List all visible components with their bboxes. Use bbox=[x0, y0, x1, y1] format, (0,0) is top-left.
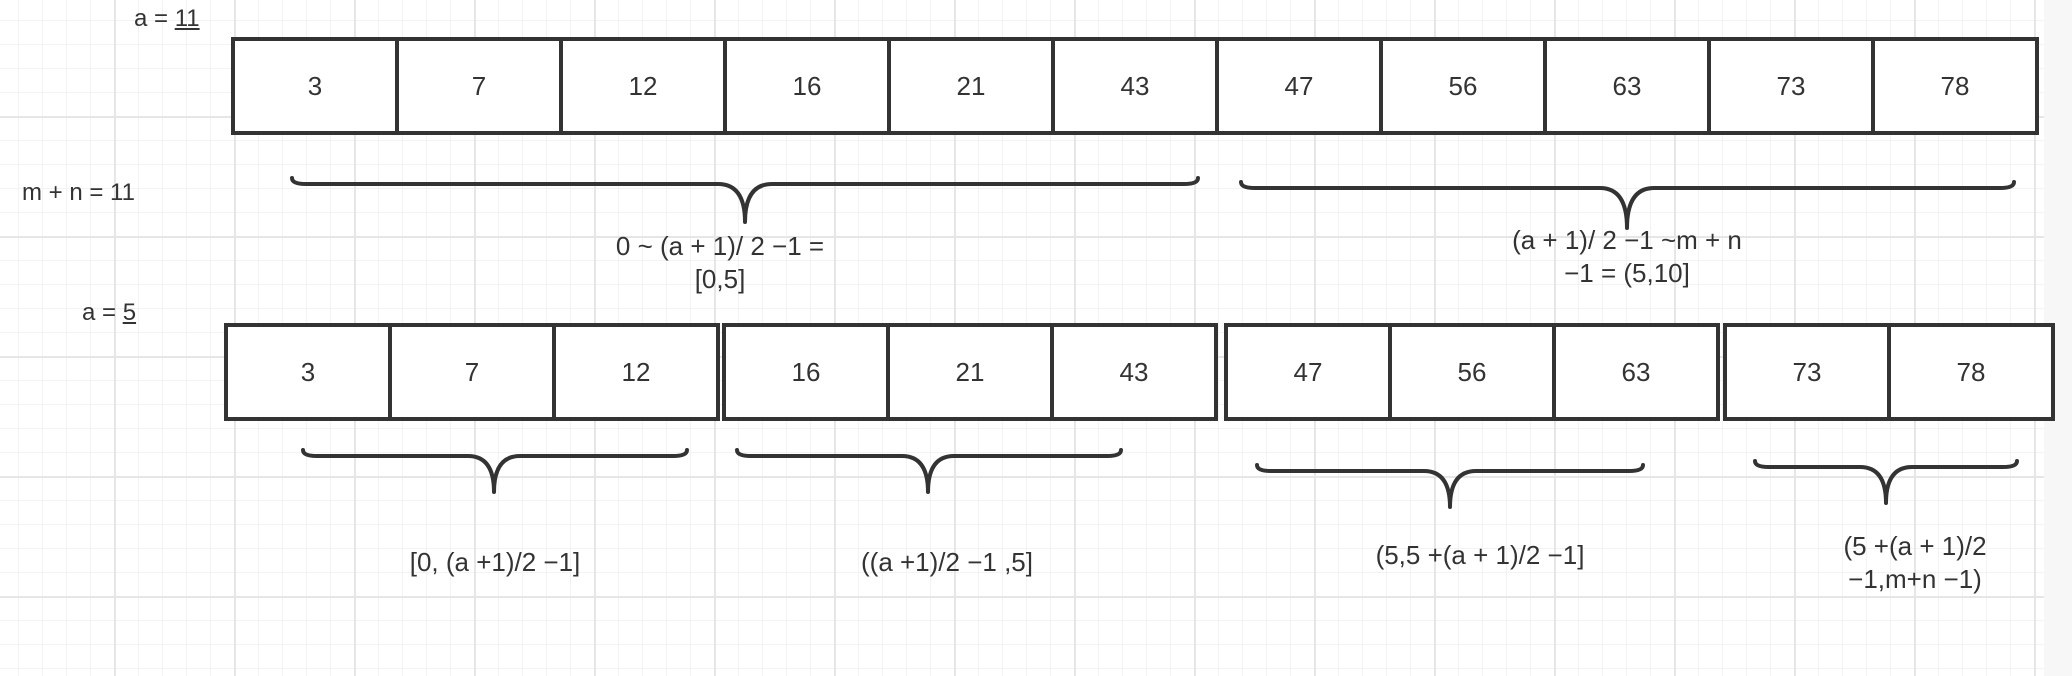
top-left-caption-line-1: 0 ~ (a + 1)/ 2 −1 = bbox=[615, 231, 825, 261]
top-left-brace bbox=[290, 176, 1200, 224]
a-bottom-value: 5 bbox=[122, 299, 137, 326]
top-right-caption: (a + 1)/ 2 −1 ~m + n −1 = (5,10] bbox=[1427, 224, 1827, 290]
top-array-cell: 7 bbox=[399, 37, 563, 135]
bottom-caption-3: (5,5 +(a + 1)/2 −1] bbox=[1375, 540, 1585, 570]
top-right-caption-line-2: −1 = (5,10] bbox=[1564, 258, 1690, 288]
top-array-cell: 12 bbox=[563, 37, 727, 135]
bottom-brace-2 bbox=[735, 448, 1123, 494]
top-array-cell: 63 bbox=[1547, 37, 1711, 135]
bottom-array-cell: 78 bbox=[1891, 323, 2055, 421]
top-array-cell: 3 bbox=[231, 37, 399, 135]
top-array-cell: 16 bbox=[727, 37, 891, 135]
a-top-prefix: a = bbox=[134, 5, 175, 32]
bottom-group-4: 73 78 bbox=[1723, 323, 2055, 421]
bottom-brace-3 bbox=[1255, 463, 1645, 509]
bottom-brace-1 bbox=[301, 448, 689, 494]
top-left-caption: 0 ~ (a + 1)/ 2 −1 = [0,5] bbox=[520, 230, 920, 296]
a-bottom-prefix: a = bbox=[82, 299, 123, 326]
bottom-caption-1: [0, (a +1)/2 −1] bbox=[409, 547, 581, 577]
top-array-cell: 21 bbox=[891, 37, 1055, 135]
top-array-cell: 78 bbox=[1875, 37, 2039, 135]
top-array-cell: 56 bbox=[1383, 37, 1547, 135]
top-left-caption-line-2: [0,5] bbox=[694, 264, 746, 294]
bottom-array-cell: 16 bbox=[722, 323, 890, 421]
bottom-group-3: 47 56 63 bbox=[1224, 323, 1720, 421]
bottom-array-cell: 43 bbox=[1054, 323, 1218, 421]
bottom-caption-2: ((a +1)/2 −1 ,5] bbox=[861, 547, 1033, 577]
bottom-brace-4 bbox=[1753, 459, 2019, 505]
bottom-array-cell: 3 bbox=[224, 323, 392, 421]
bottom-array-cell: 63 bbox=[1556, 323, 1720, 421]
a-bottom-label: a = 5 bbox=[82, 298, 136, 328]
bottom-array-cell: 47 bbox=[1224, 323, 1392, 421]
bottom-array-cell: 21 bbox=[890, 323, 1054, 421]
top-array-cell: 73 bbox=[1711, 37, 1875, 135]
bottom-group-1: 3 7 12 bbox=[224, 323, 720, 421]
top-array: 3 7 12 16 21 43 47 56 63 73 78 bbox=[231, 37, 2039, 135]
bottom-caption-4: (5 +(a + 1)/2 −1,m+n −1) bbox=[1780, 530, 2050, 596]
mn-label: m + n = 11 bbox=[22, 179, 135, 206]
top-array-cell: 43 bbox=[1055, 37, 1219, 135]
bottom-array-cell: 73 bbox=[1723, 323, 1891, 421]
a-top-value: 11 bbox=[174, 5, 200, 32]
top-right-caption-line-1: (a + 1)/ 2 −1 ~m + n bbox=[1512, 225, 1742, 255]
top-array-cell: 47 bbox=[1219, 37, 1383, 135]
bottom-array-cell: 7 bbox=[392, 323, 556, 421]
top-right-brace bbox=[1239, 180, 2016, 230]
a-top-label: a = 11 bbox=[134, 4, 200, 34]
bottom-caption-4-line-2: −1,m+n −1) bbox=[1848, 564, 1982, 594]
bottom-array-cell: 12 bbox=[556, 323, 720, 421]
bottom-group-2: 16 21 43 bbox=[722, 323, 1218, 421]
bottom-array-cell: 56 bbox=[1392, 323, 1556, 421]
bottom-caption-4-line-1: (5 +(a + 1)/2 bbox=[1843, 531, 1987, 561]
